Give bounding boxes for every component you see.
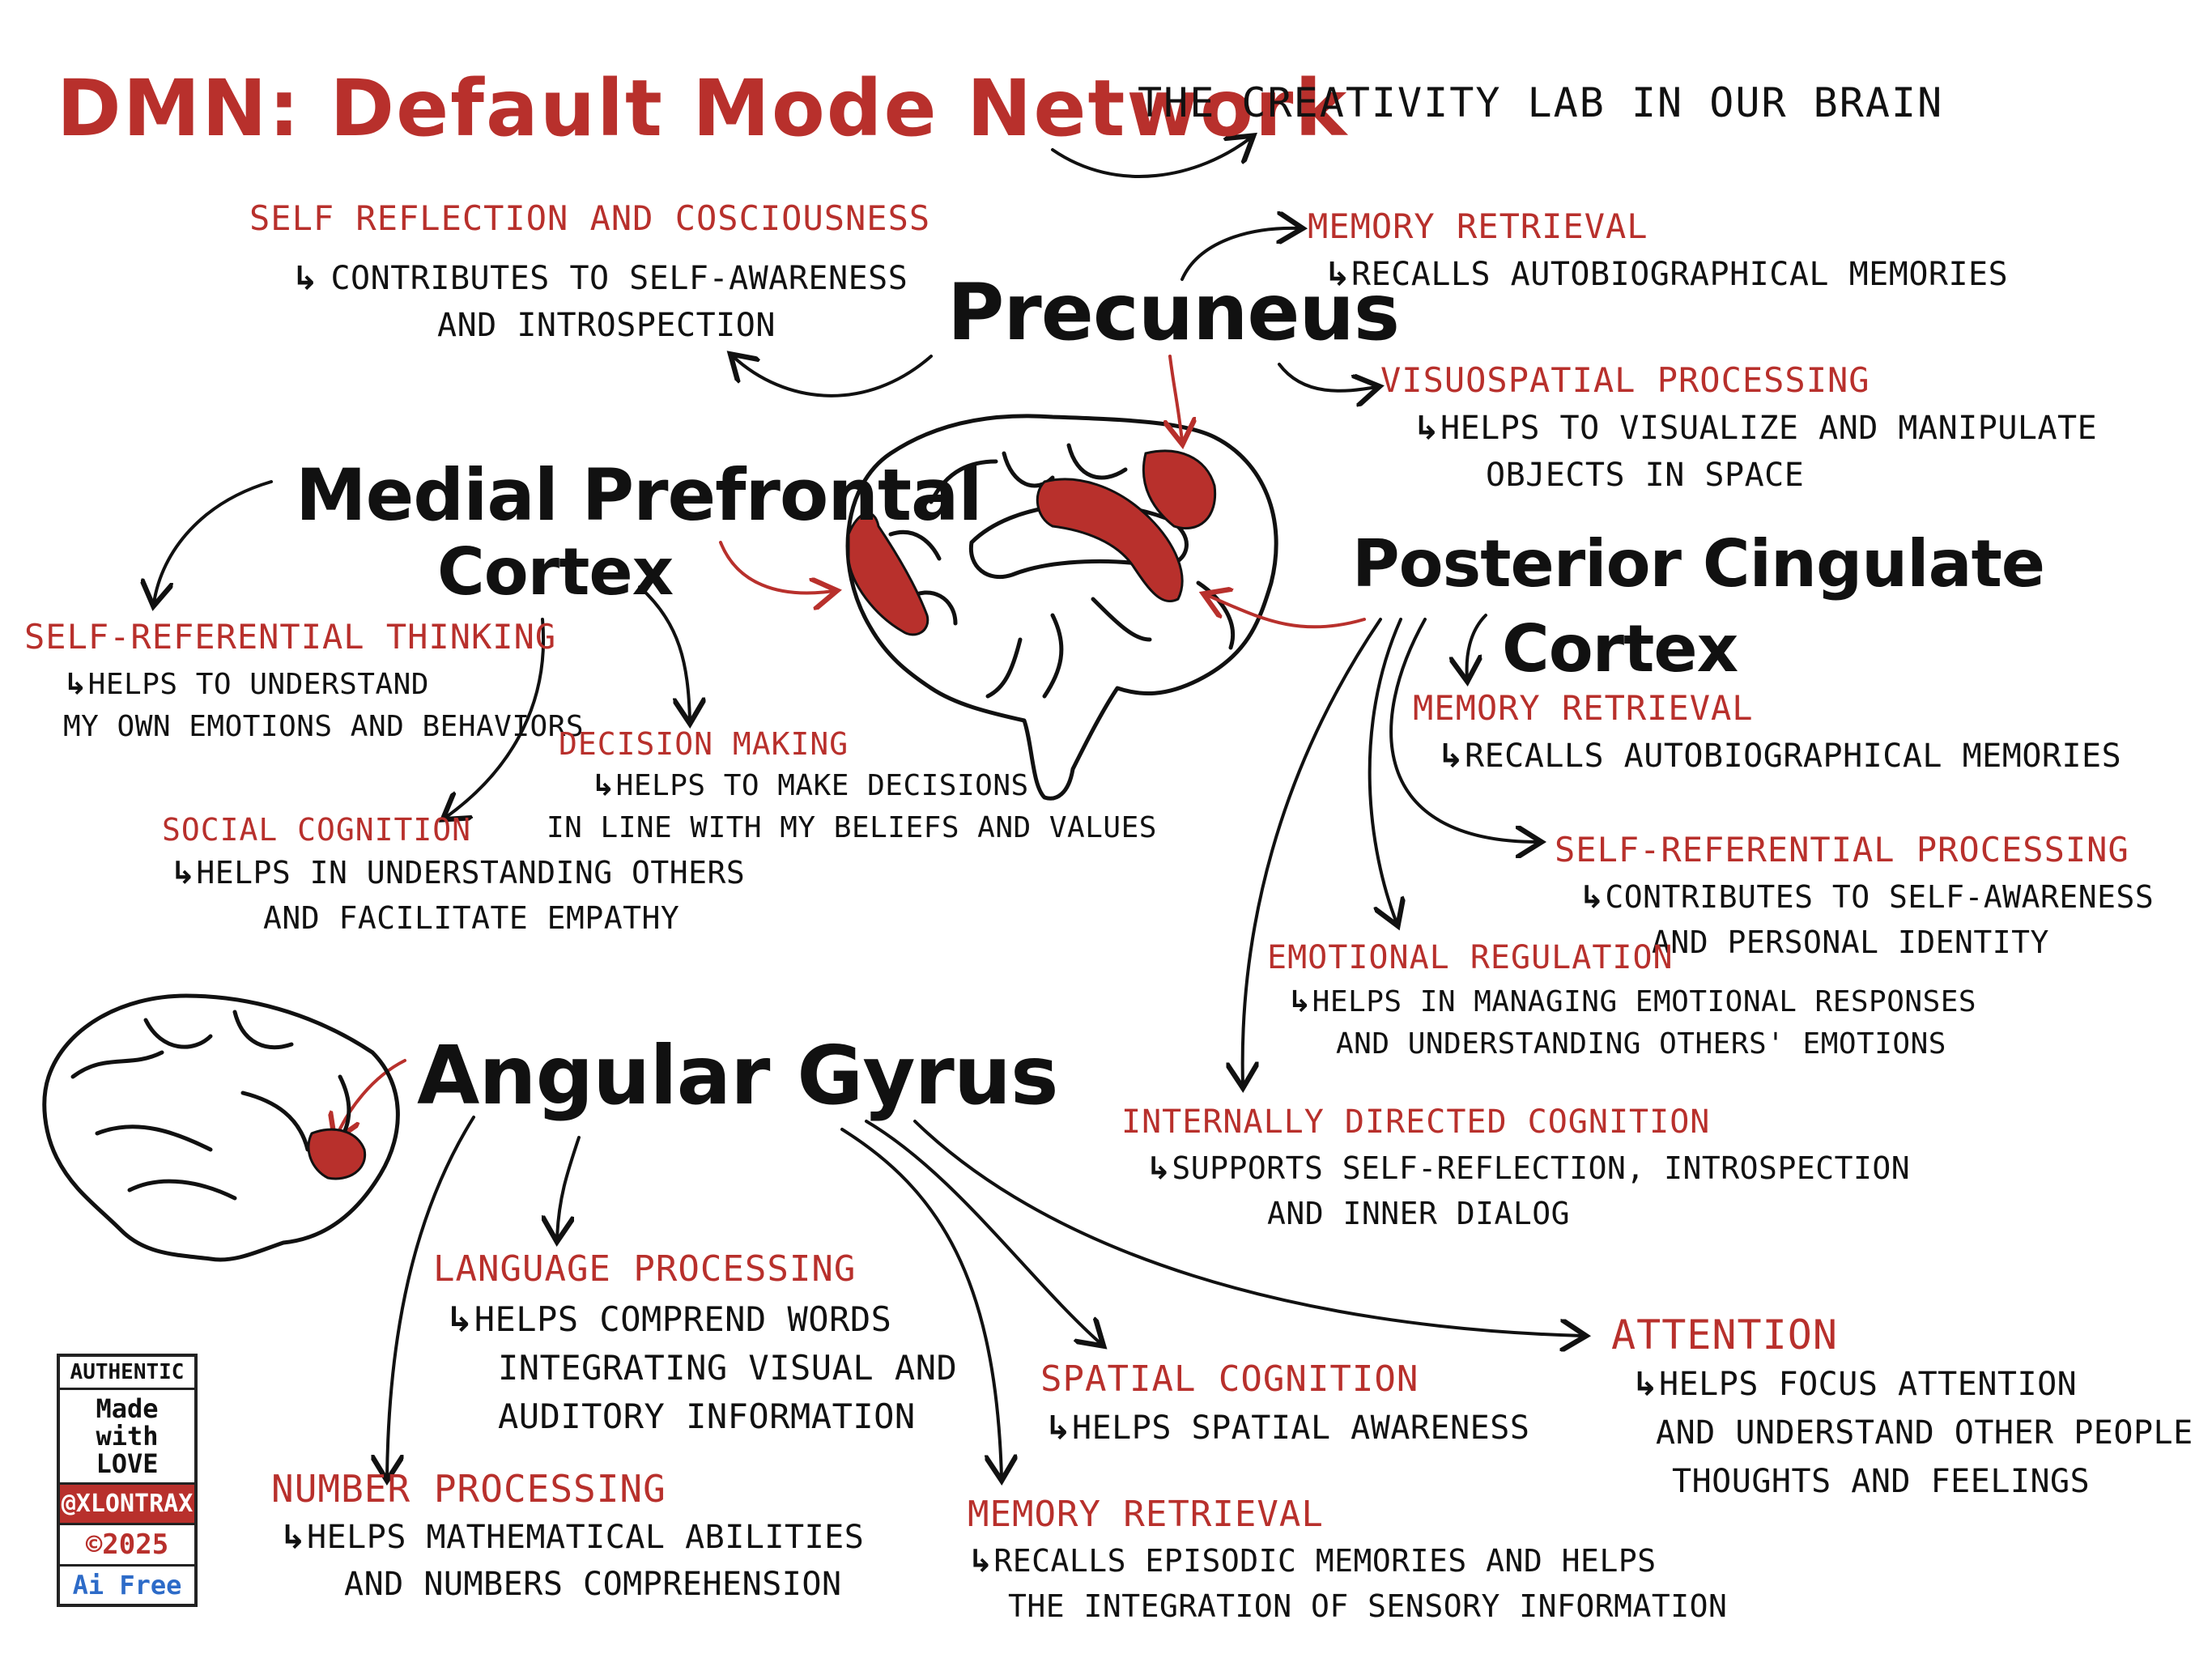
angular-to-spatial-arrow: [865, 1120, 1101, 1344]
function-description: ↳CONTRIBUTES TO SELF-AWARENESS AND PERSO…: [1579, 879, 2155, 960]
page-title: DMN: Default Mode Network: [57, 63, 1349, 154]
badge-ai-free: Ai Free: [72, 1570, 182, 1601]
function-description: ↳RECALLS AUTOBIOGRAPHICAL MEMORIES: [1437, 738, 2122, 775]
function-heading: SELF-REFERENTIAL PROCESSING: [1555, 830, 2129, 869]
red-pointer-arrows: [336, 355, 1366, 1137]
sub-arrow-icon: ↳: [968, 1543, 994, 1579]
connector-arrows: [154, 138, 1583, 1477]
precuneus-to-visuospatial-arrow: [1278, 363, 1376, 391]
pcc-to-emotional-arrow: [1368, 618, 1401, 923]
function-description: ↳ CONTRIBUTES TO SELF-AWARENESS AND INTR…: [291, 260, 908, 344]
pcc-to-internally-directed-arrow: [1243, 618, 1382, 1085]
badge-made-with-love: Made with LOVE: [60, 1390, 194, 1485]
sub-arrow-icon: ↳: [63, 668, 88, 701]
function-description: ↳HELPS IN MANAGING EMOTIONAL RESPONSES A…: [1287, 985, 1977, 1061]
badge-authentic: AUTHENTIC: [60, 1357, 194, 1390]
authentic-badge: AUTHENTIC Made with LOVE @XLONTRAX ©2025…: [57, 1354, 198, 1607]
mpfc-highlight: [847, 512, 929, 636]
angular-gyrus-highlight: [307, 1128, 367, 1180]
function-description: ↳HELPS FOCUS ATTENTION AND UNDERSTAND OT…: [1631, 1366, 2193, 1500]
region-mpfc-line2: Cortex: [437, 534, 674, 610]
function-heading: NUMBER PROCESSING: [271, 1467, 666, 1511]
function-description: ↳RECALLS AUTOBIOGRAPHICAL MEMORIES: [1324, 256, 2009, 293]
region-pcc-line2: Cortex: [1502, 611, 1738, 687]
function-heading: EMOTIONAL REGULATION: [1267, 939, 1674, 976]
precuneus-to-memory-arrow: [1180, 228, 1300, 281]
badge-handle: @XLONTRAX: [60, 1485, 194, 1525]
function-heading: DECISION MAKING: [559, 726, 849, 762]
sub-arrow-icon: ↳: [1287, 985, 1312, 1018]
sub-arrow-icon: ↳: [1631, 1366, 1660, 1403]
function-heading: INTERNALLY DIRECTED COGNITION: [1121, 1103, 1711, 1141]
precuneus-to-self-reflection-arrow: [733, 356, 933, 397]
function-heading: SELF-REFERENTIAL THINKING: [24, 617, 557, 657]
function-heading: MEMORY RETRIEVAL: [1308, 206, 1648, 246]
region-precuneus: Precuneus: [947, 267, 1400, 358]
mpfc-to-social-arrow: [445, 618, 546, 818]
pcc-to-self-ref-processing-arrow: [1389, 618, 1538, 842]
brain-lateral-icon: [42, 993, 400, 1262]
mpfc-to-decision-arrow: [638, 585, 690, 721]
sub-arrow-icon: ↳: [279, 1519, 308, 1556]
sub-arrow-icon: ↳: [591, 769, 616, 802]
angular-to-number-arrow: [387, 1116, 475, 1477]
pcc-to-memory-arrow: [1467, 614, 1487, 678]
function-heading: ATTENTION: [1611, 1312, 1838, 1358]
sub-arrow-icon: ↳: [1413, 410, 1441, 447]
sub-arrow-icon: ↳: [445, 1299, 474, 1339]
pcc-highlight: [1036, 478, 1184, 603]
function-heading: MEMORY RETRIEVAL: [1413, 688, 1754, 728]
function-heading: MEMORY RETRIEVAL: [968, 1494, 1324, 1535]
precuneus-highlight: [1142, 449, 1217, 530]
function-description: ↳HELPS TO MAKE DECISIONS IN LINE WITH MY…: [547, 769, 1157, 844]
angular-to-attention-arrow: [913, 1120, 1583, 1336]
mpfc-to-self-referential-arrow: [154, 480, 273, 603]
angular-to-language-arrow: [557, 1136, 581, 1239]
function-description: ↳HELPS SPATIAL AWARENESS: [1044, 1409, 1530, 1447]
function-heading: SPATIAL COGNITION: [1040, 1358, 1419, 1400]
function-description: ↳SUPPORTS SELF-REFLECTION, INTROSPECTION…: [1146, 1150, 1911, 1231]
region-pcc-line1: Posterior Cingulate: [1352, 526, 2045, 602]
sub-arrow-icon: ↳: [1437, 738, 1465, 775]
title-to-subtitle-arrow: [1051, 138, 1251, 178]
sub-arrow-icon: ↳: [1324, 256, 1352, 293]
function-description: ↳HELPS TO UNDERSTAND MY OWN EMOTIONS AND…: [63, 668, 585, 743]
function-description: ↳HELPS MATHEMATICAL ABILITIES AND NUMBER…: [279, 1519, 865, 1603]
function-heading: SELF REFLECTION AND COSCIOUSNESS: [249, 198, 931, 238]
function-description: ↳RECALLS EPISODIC MEMORIES AND HELPS THE…: [968, 1543, 1728, 1624]
region-mpfc-line1: Medial Prefrontal: [296, 453, 983, 537]
dmn-highlight-regions: [847, 449, 1217, 636]
function-heading: SOCIAL COGNITION: [162, 812, 472, 848]
sub-arrow-icon: ↳: [170, 855, 197, 891]
region-angular-gyrus: Angular Gyrus: [417, 1028, 1059, 1123]
sub-arrow-icon: ↳: [1044, 1409, 1073, 1447]
function-description: ↳HELPS COMPREND WORDS INTEGRATING VISUAL…: [445, 1299, 958, 1436]
sub-arrow-icon: ↳: [1146, 1150, 1172, 1186]
sub-arrow-icon: ↳: [1579, 879, 1606, 915]
function-description: ↳HELPS TO VISUALIZE AND MANIPULATE OBJEC…: [1413, 410, 2098, 494]
function-description: ↳HELPS IN UNDERSTANDING OTHERS AND FACIL…: [170, 855, 746, 936]
angular-to-memory-retrieval-arrow: [840, 1128, 1002, 1477]
function-heading: VISUOSPATIAL PROCESSING: [1380, 360, 1870, 400]
function-heading: LANGUAGE PROCESSING: [433, 1248, 857, 1290]
page-subtitle: THE CREATIVITY LAB IN OUR BRAIN: [1138, 79, 1944, 126]
sub-arrow-icon: ↳: [291, 260, 331, 297]
badge-year: ©2025: [60, 1525, 194, 1567]
